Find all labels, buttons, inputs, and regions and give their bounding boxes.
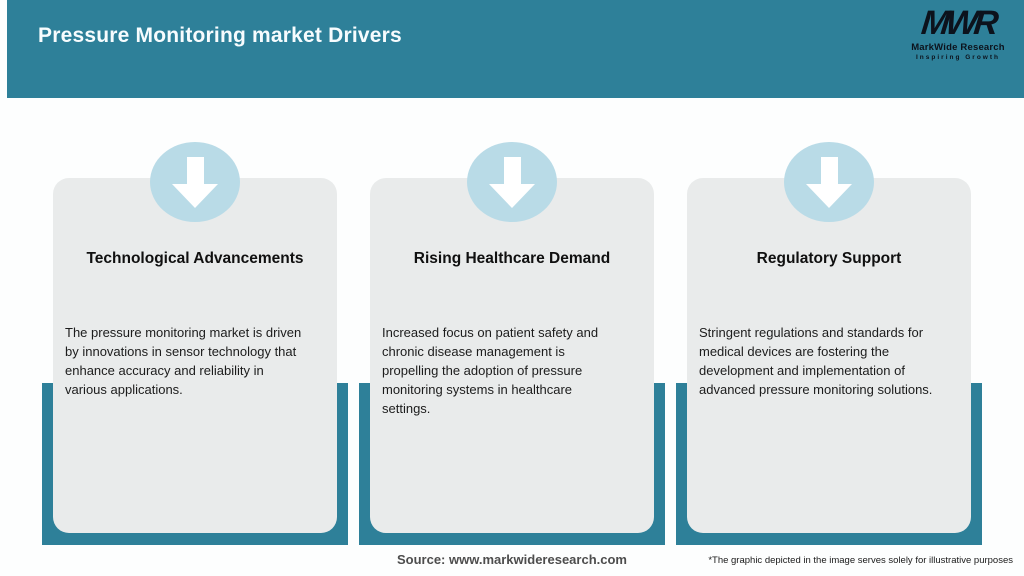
- driver-card-technological-advancements: Technological Advancements The pressure …: [53, 178, 337, 533]
- arrow-shaft: [503, 156, 521, 184]
- driver-card-rising-healthcare-demand: Rising Healthcare Demand Increased focus…: [370, 178, 654, 533]
- source-text: Source: www.markwideresearch.com: [396, 552, 627, 567]
- arrow-head: [806, 183, 852, 208]
- card-body: Increased focus on patient safety and ch…: [382, 325, 599, 416]
- markwide-logo: MWR MarkWide Research Inspiring Growth: [906, 4, 1010, 61]
- header-bar: Pressure Monitoring market Drivers MWR M…: [7, 0, 1024, 98]
- logo-tagline: Inspiring Growth: [916, 53, 1000, 61]
- card-title: Technological Advancements: [86, 250, 304, 267]
- disclaimer-text: *The graphic depicted in the image serve…: [708, 555, 1013, 566]
- mwr-logo-icon: MWR: [919, 4, 997, 42]
- card-title: Rising Healthcare Demand: [413, 250, 611, 267]
- card-body: Stringent regulations and standards for …: [699, 325, 933, 397]
- down-arrow-icon: [784, 142, 874, 222]
- arrow-shaft: [820, 156, 838, 184]
- card-body: The pressure monitoring market is driven…: [65, 325, 302, 397]
- down-arrow-icon: [150, 142, 240, 222]
- arrow-shaft: [186, 156, 204, 184]
- arrow-head: [489, 183, 535, 208]
- driver-card-regulatory-support: Regulatory Support Stringent regulations…: [687, 178, 971, 533]
- down-arrow-icon: [467, 142, 557, 222]
- logo-name: MarkWide Research: [911, 42, 1005, 53]
- arrow-head: [172, 183, 218, 208]
- page-title: Pressure Monitoring market Drivers: [38, 24, 402, 47]
- card-title: Regulatory Support: [756, 250, 902, 267]
